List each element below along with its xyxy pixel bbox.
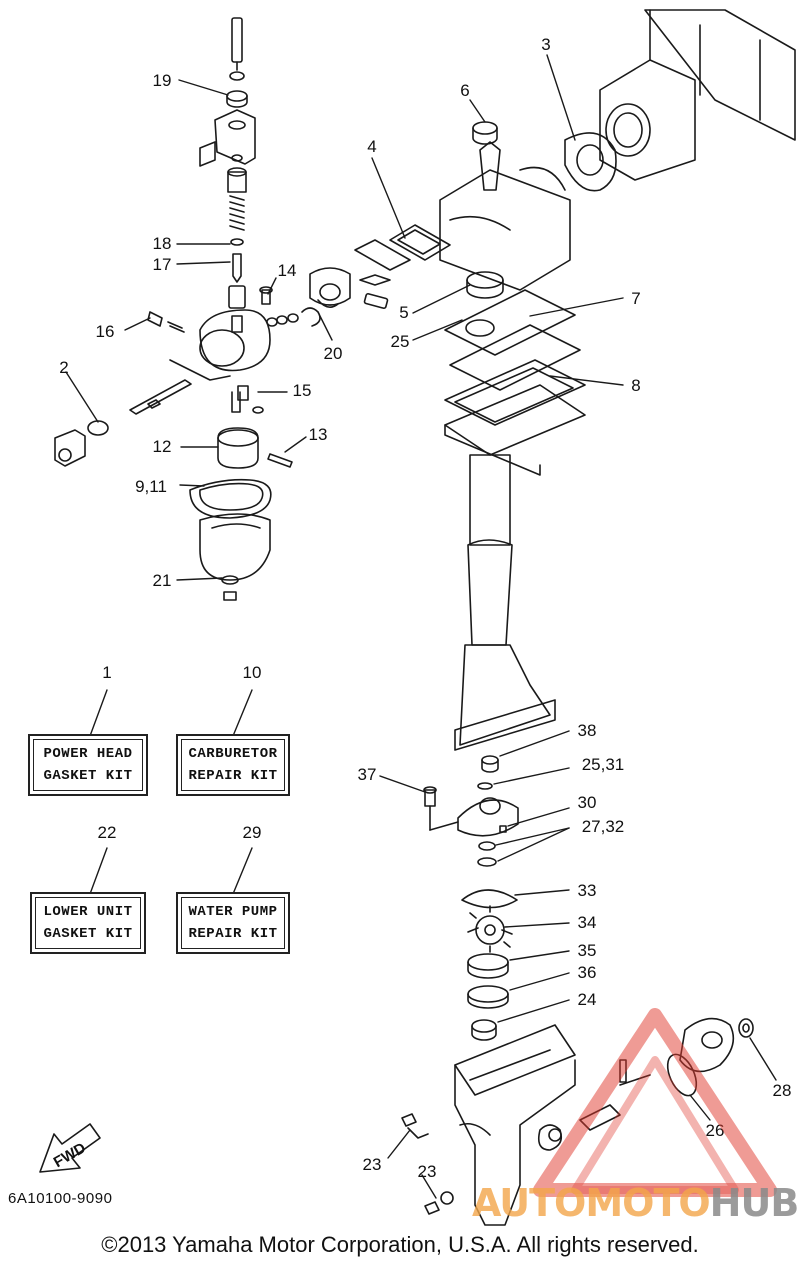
part-label: 20 xyxy=(324,344,343,363)
copyright-notice: ©2013 Yamaha Motor Corporation, U.S.A. A… xyxy=(101,1232,699,1257)
part-label: 17 xyxy=(153,255,172,274)
watermark-text: AUTOMOTOHUB xyxy=(472,1181,800,1225)
part-label: 35 xyxy=(578,941,597,960)
part-label: 37 xyxy=(358,765,377,784)
part-label: 1 xyxy=(102,663,111,682)
lower-unit-assembly xyxy=(401,755,754,1226)
part-label: 27,32 xyxy=(582,817,625,836)
fwd-arrow xyxy=(39,1123,101,1173)
kit-line: WATER PUMP xyxy=(188,904,278,920)
kit-line: REPAIR KIT xyxy=(188,926,278,942)
part-label: 16 xyxy=(96,322,115,341)
part-label: 5 xyxy=(399,303,408,322)
part-label: 22 xyxy=(98,823,117,842)
kit-line: POWER HEAD xyxy=(43,746,133,762)
part-label: 14 xyxy=(278,261,297,280)
part-label: 9,11 xyxy=(135,477,167,496)
power-head-assembly xyxy=(354,9,796,751)
fwd-label: FWD xyxy=(51,1139,89,1171)
part-label: 8 xyxy=(631,376,640,395)
part-label: 2 xyxy=(59,358,68,377)
watermark-logo xyxy=(533,1008,777,1197)
part-label: 18 xyxy=(153,234,172,253)
part-label: 3 xyxy=(541,35,550,54)
part-label: 21 xyxy=(153,571,172,590)
part-label: 12 xyxy=(153,437,172,456)
kit-box: WATER PUMP REPAIR KIT xyxy=(176,892,290,954)
watermark-part1: AUTOMOTO xyxy=(472,1181,711,1225)
leader-lines xyxy=(65,54,777,1199)
part-label: 10 xyxy=(243,663,262,682)
kit-line: CARBURETOR xyxy=(188,746,278,762)
kit-box: CARBURETOR REPAIR KIT xyxy=(176,734,290,796)
kit-box: POWER HEAD GASKET KIT xyxy=(28,734,148,796)
part-label: 38 xyxy=(578,721,597,740)
kit-box: LOWER UNIT GASKET KIT xyxy=(30,892,146,954)
part-label: 28 xyxy=(773,1081,792,1100)
part-label: 7 xyxy=(631,289,640,308)
watermark-part2: HUB xyxy=(709,1181,800,1225)
part-label: 25 xyxy=(391,332,410,351)
part-number-labels: 19 6 3 4 18 17 14 16 20 5 25 7 8 2 15 13… xyxy=(59,35,791,1181)
part-label: 19 xyxy=(153,71,172,90)
part-label: 15 xyxy=(293,381,312,400)
part-label: 36 xyxy=(578,963,597,982)
diagram-code: 6A10100-9090 xyxy=(8,1190,113,1207)
carburetor-assembly xyxy=(54,17,351,601)
kit-line: LOWER UNIT xyxy=(43,904,133,920)
part-label: 4 xyxy=(367,137,376,156)
part-label: 24 xyxy=(578,990,597,1009)
part-label: 29 xyxy=(243,823,262,842)
part-label: 33 xyxy=(578,881,597,900)
part-label: 30 xyxy=(578,793,597,812)
part-label: 23 xyxy=(363,1155,382,1174)
kit-line: GASKET KIT xyxy=(43,926,133,942)
part-label: 6 xyxy=(460,81,469,100)
part-label: 34 xyxy=(578,913,597,932)
kit-line: GASKET KIT xyxy=(43,768,133,784)
part-label: 25,31 xyxy=(582,755,625,774)
part-label: 23 xyxy=(418,1162,437,1181)
kit-line: REPAIR KIT xyxy=(188,768,278,784)
part-label: 13 xyxy=(309,425,328,444)
